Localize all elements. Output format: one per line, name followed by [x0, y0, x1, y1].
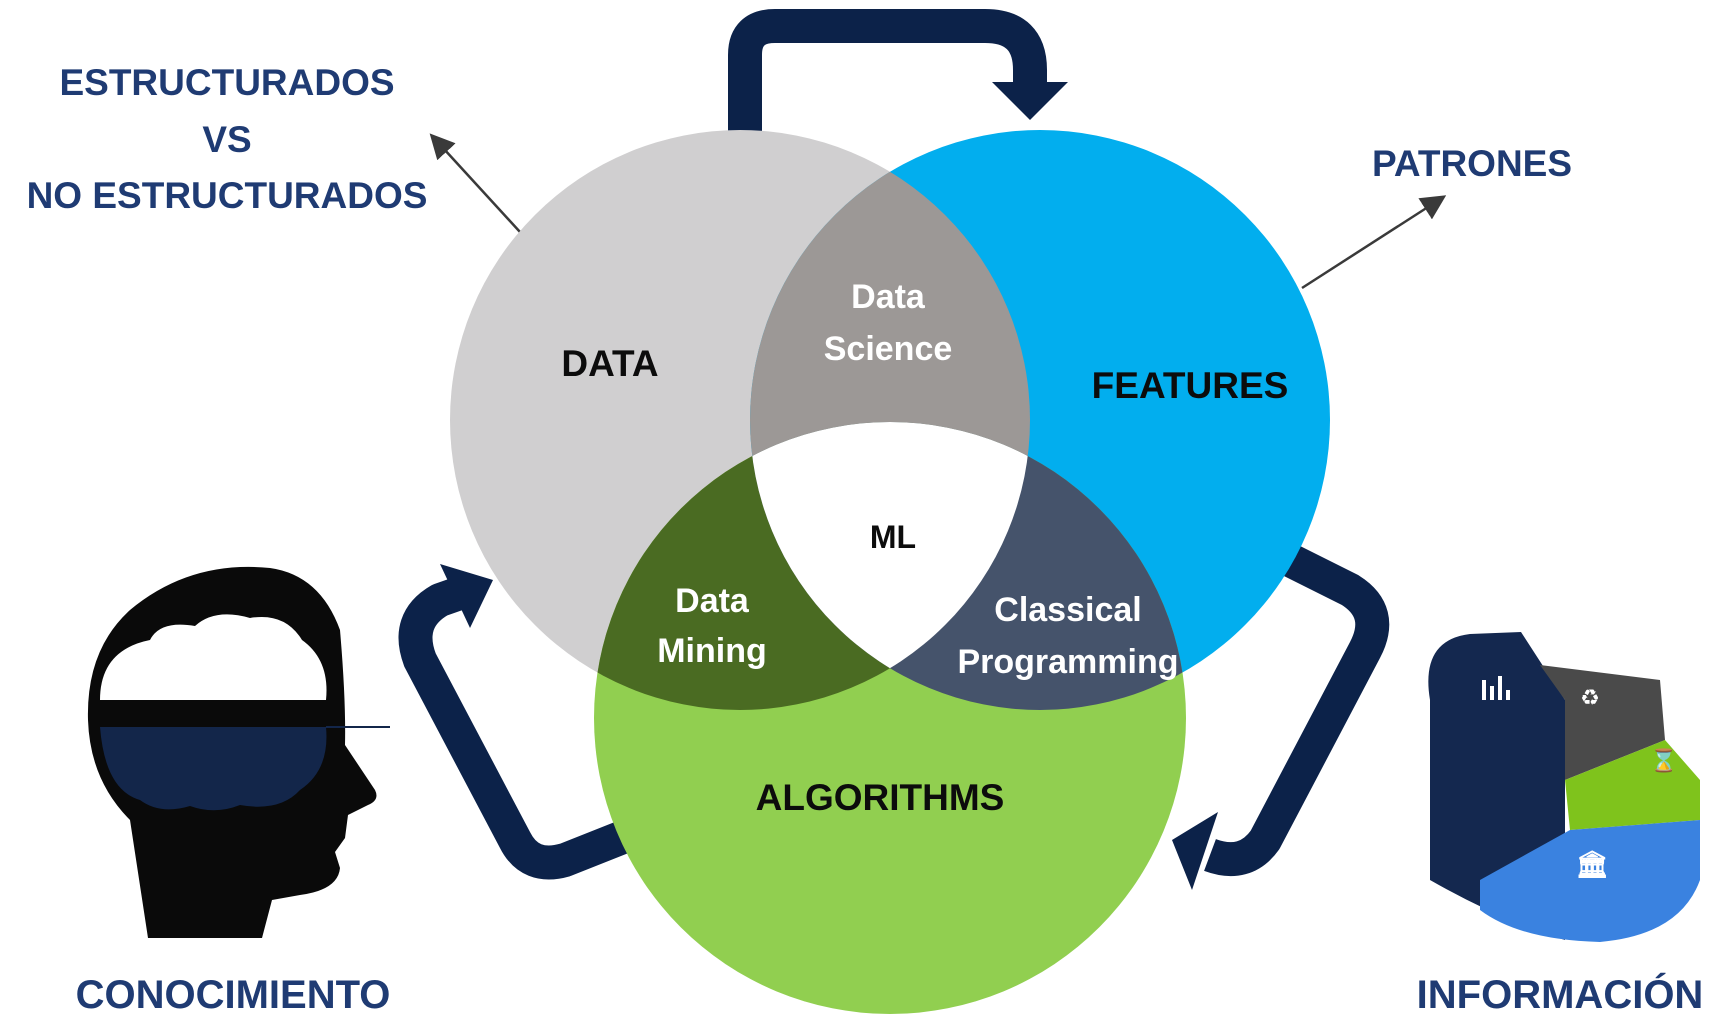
cycle-arrows: [398, 9, 1390, 890]
label-conocimiento: CONOCIMIENTO: [76, 973, 391, 1017]
label-data-mining-2: Mining: [657, 632, 767, 670]
label-algorithms: ALGORITHMS: [756, 777, 1005, 818]
top-cycle-arrowhead: [992, 82, 1068, 120]
label-data-science-2: Science: [824, 330, 953, 368]
hourglass-icon: ⌛: [1650, 748, 1677, 773]
label-features: FEATURES: [1092, 365, 1289, 406]
left-cycle-arrowhead: [440, 564, 493, 628]
pointer-arrow-top-left: [429, 133, 521, 233]
label-structured-1: ESTRUCTURADOS: [59, 62, 394, 103]
label-data-mining-1: Data: [675, 582, 750, 620]
recycle-icon: ♻: [1580, 685, 1600, 710]
pointer-arrow-top-right: [1301, 195, 1447, 290]
classical-programming-region: [750, 422, 1186, 710]
label-classical-programming-1: Classical: [994, 591, 1141, 629]
bar-chart-icon: [1482, 676, 1510, 700]
label-data: DATA: [561, 343, 658, 384]
label-informacion: INFORMACIÓN: [1417, 971, 1704, 1017]
data-mining-region: [594, 422, 1030, 710]
top-cycle-arrow: [728, 9, 1047, 148]
label-classical-programming-2: Programming: [957, 643, 1178, 681]
label-ml: ML: [870, 519, 916, 555]
bank-icon: 🏛: [1575, 849, 1608, 879]
label-structured-2: VS: [202, 119, 251, 160]
right-cycle-arrowhead: [1172, 812, 1218, 890]
head-with-brain-icon: [87, 566, 390, 938]
label-patrones: PATRONES: [1372, 143, 1572, 184]
label-structured-3: NO ESTRUCTURADOS: [27, 175, 428, 216]
left-cycle-arrow: [398, 576, 635, 880]
right-cycle-arrow: [1204, 544, 1390, 877]
3d-pie-chart-icon: ♻ ⌛ 🏛: [1428, 632, 1700, 942]
label-data-science-1: Data: [851, 278, 926, 316]
